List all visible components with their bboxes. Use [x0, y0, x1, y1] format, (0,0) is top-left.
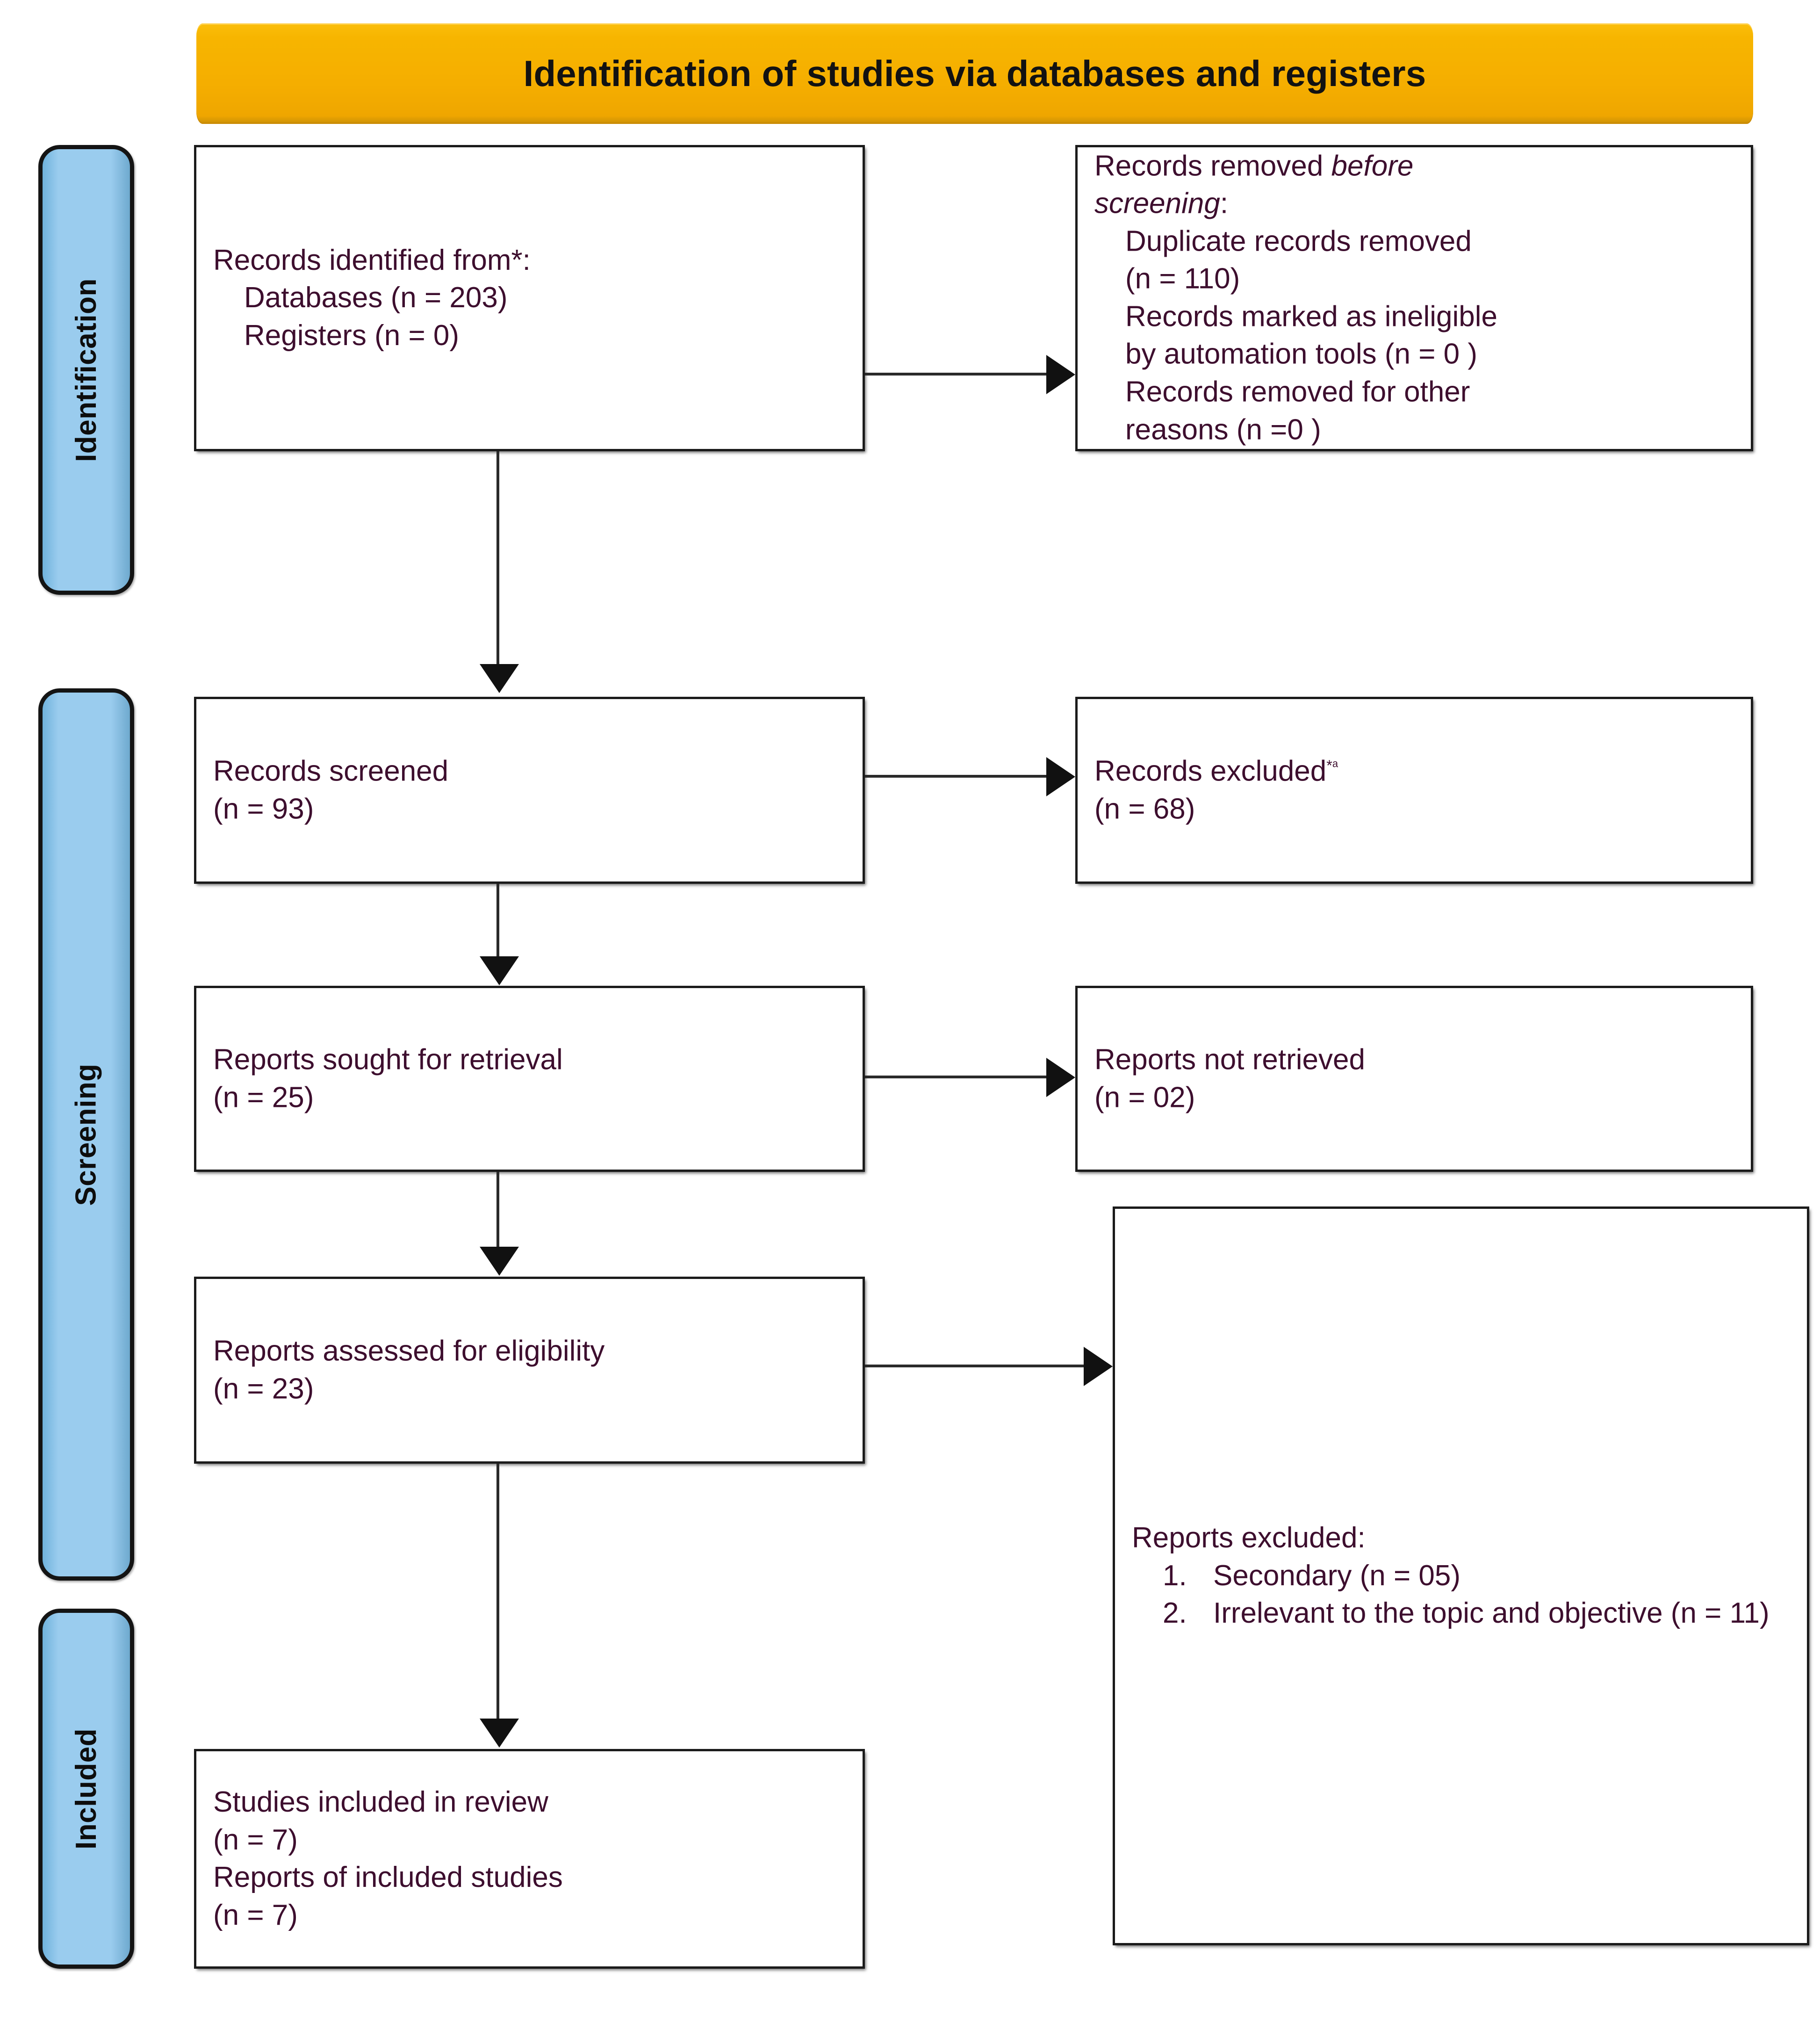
- records-removed-ineligible-line: Records marked as ineligible: [1125, 300, 1498, 333]
- arrowhead-down-icon: [480, 1719, 519, 1748]
- records-removed-other-line: Records removed for other: [1125, 376, 1470, 408]
- box-studies-included: Studies included in review (n = 7) Repor…: [194, 1749, 865, 1969]
- records-removed-title-italic-before: before: [1331, 150, 1414, 182]
- stage-label-identification-text: Identification: [70, 278, 102, 462]
- reports-excluded-reason-list: 1. Secondary (n = 05) 2. Irrelevant to t…: [1132, 1557, 1790, 1632]
- records-identified-title: Records identified from*:: [213, 244, 531, 276]
- box-records-screened: Records screened (n = 93): [194, 697, 865, 884]
- stage-label-identification: Identification: [38, 145, 134, 595]
- arrowhead-right-icon: [1084, 1347, 1113, 1386]
- box-reports-not-retrieved: Reports not retrieved (n = 02): [1075, 986, 1753, 1172]
- box-records-removed-before-screening: Records removed before screening: Duplic…: [1075, 145, 1753, 451]
- connector-sought-to-assessed: [496, 1172, 499, 1247]
- records-excluded-title: Records excluded: [1094, 755, 1327, 787]
- stage-label-included: Included: [38, 1609, 134, 1969]
- connector-assessed-to-included: [496, 1464, 499, 1719]
- arrowhead-down-icon: [480, 956, 519, 985]
- stage-label-included-text: Included: [70, 1728, 102, 1849]
- reports-not-retrieved-count: (n = 02): [1094, 1081, 1195, 1113]
- reports-not-retrieved-title: Reports not retrieved: [1094, 1043, 1365, 1076]
- connector-identified-to-removed: [865, 373, 1047, 376]
- reports-assessed-count: (n = 23): [213, 1372, 314, 1405]
- reports-sought-title: Reports sought for retrieval: [213, 1043, 563, 1076]
- reports-excluded-reason-2-number: 2.: [1163, 1597, 1187, 1630]
- box-reports-sought-for-retrieval: Reports sought for retrieval (n = 25): [194, 986, 865, 1172]
- stage-label-screening-text: Screening: [70, 1063, 102, 1206]
- list-item: 2. Irrelevant to the topic and objective…: [1163, 1595, 1790, 1632]
- box-reports-excluded: Reports excluded: 1. Secondary (n = 05) …: [1113, 1206, 1809, 1945]
- records-excluded-count: (n = 68): [1094, 793, 1195, 825]
- reports-of-included-studies-title: Reports of included studies: [213, 1861, 563, 1893]
- stage-label-screening: Screening: [38, 688, 134, 1581]
- connector-screened-to-excluded: [865, 775, 1047, 778]
- page-title: Identification of studies via databases …: [523, 53, 1426, 94]
- reports-excluded-reason-2-text: Irrelevant to the topic and objective (n…: [1213, 1597, 1770, 1630]
- records-screened-title: Records screened: [213, 755, 449, 787]
- records-removed-title-line2: screening:: [1094, 185, 1734, 223]
- arrowhead-down-icon: [480, 664, 519, 693]
- connector-screened-to-sought: [496, 884, 499, 956]
- records-identified-registers: Registers (n = 0): [244, 319, 460, 352]
- records-removed-title-colon: :: [1220, 187, 1229, 220]
- records-removed-title-italic-screening: screening: [1094, 187, 1220, 220]
- arrowhead-right-icon: [1046, 1058, 1075, 1097]
- reports-assessed-title: Reports assessed for eligibility: [213, 1335, 605, 1367]
- studies-included-count: (n = 7): [213, 1823, 298, 1856]
- list-item: 1. Secondary (n = 05): [1163, 1557, 1790, 1595]
- records-removed-duplicate-line: Duplicate records removed: [1125, 225, 1472, 258]
- box-records-identified: Records identified from*: Databases (n =…: [194, 145, 865, 451]
- records-removed-automation-count: by automation tools (n = 0 ): [1125, 338, 1478, 371]
- connector-sought-to-not-retrieved: [865, 1076, 1047, 1078]
- records-removed-title-lead: Records removed: [1094, 150, 1331, 182]
- records-identified-databases: Databases (n = 203): [244, 282, 508, 314]
- reports-excluded-reason-1-text: Secondary (n = 05): [1213, 1559, 1461, 1592]
- reports-excluded-title: Reports excluded:: [1132, 1522, 1366, 1554]
- box-records-excluded: Records excluded*ᵃ (n = 68): [1075, 697, 1753, 884]
- records-removed-title-line1: Records removed before: [1094, 147, 1734, 185]
- reports-excluded-reason-1-number: 1.: [1163, 1559, 1187, 1592]
- arrowhead-down-icon: [480, 1247, 519, 1276]
- reports-of-included-studies-count: (n = 7): [213, 1899, 298, 1931]
- connector-assessed-to-reports-excluded: [865, 1365, 1085, 1367]
- arrowhead-right-icon: [1046, 757, 1075, 796]
- connector-identified-to-screened: [496, 451, 499, 664]
- records-removed-other-count: reasons (n =0 ): [1125, 413, 1321, 446]
- records-screened-count: (n = 93): [213, 793, 314, 825]
- records-excluded-footnote-marker: *ᵃ: [1326, 757, 1338, 774]
- reports-sought-count: (n = 25): [213, 1081, 314, 1113]
- arrowhead-right-icon: [1046, 355, 1075, 394]
- records-removed-duplicate-count: (n = 110): [1125, 262, 1240, 295]
- records-excluded-title-line: Records excluded*ᵃ: [1094, 752, 1734, 790]
- box-reports-assessed-for-eligibility: Reports assessed for eligibility (n = 23…: [194, 1277, 865, 1464]
- diagram-header-banner: Identification of studies via databases …: [196, 23, 1753, 124]
- studies-included-title: Studies included in review: [213, 1785, 548, 1818]
